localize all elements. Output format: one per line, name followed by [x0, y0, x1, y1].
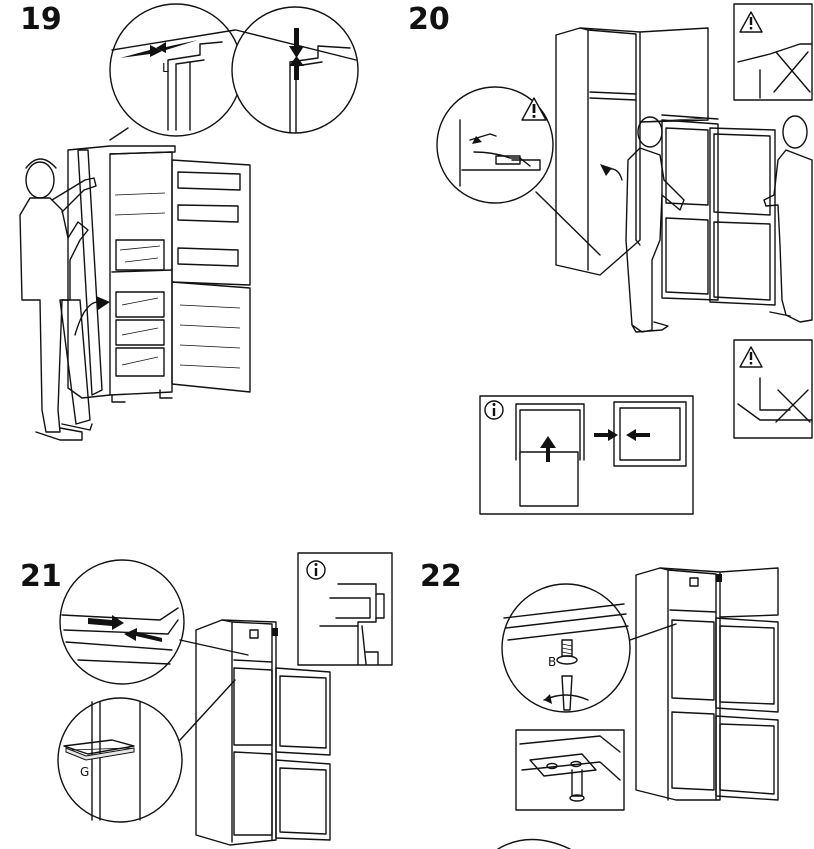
- step-20-info-panel: [479, 395, 694, 515]
- step-20-fridge: [661, 114, 776, 306]
- step-21-number: 21: [20, 559, 62, 594]
- step-19-fridge: [67, 145, 251, 403]
- step-21-cabinet: [195, 619, 331, 846]
- step-20-warning-panel-bottom: [733, 339, 813, 439]
- step-19-number: 19: [20, 2, 62, 37]
- step-19-illustration: [19, 3, 359, 441]
- step-22-number: 22: [420, 559, 462, 594]
- step-22-cabinet: [635, 567, 779, 801]
- label-b: B: [548, 655, 557, 669]
- step-20-person-right: [763, 115, 813, 323]
- step-21-info-panel: [297, 552, 393, 666]
- step-19-detail-gap-top: [231, 6, 359, 134]
- step-21-detail-top-gap: [59, 559, 249, 685]
- step-20-cabinet: [555, 27, 709, 276]
- step-23-circle-partial: [497, 838, 571, 849]
- step-22-detail-box: [515, 729, 625, 811]
- label-g: G: [80, 765, 90, 779]
- step-20-detail-socket: [436, 86, 601, 256]
- step-21-detail-g: [57, 679, 236, 823]
- step-20-warning-panel-top: [733, 3, 813, 101]
- step-22-illustration: [497, 567, 779, 849]
- step-19-detail-gap-l: [109, 3, 243, 141]
- label-l: L: [162, 61, 169, 75]
- step-19-person: [19, 158, 110, 441]
- step-20-number: 20: [408, 2, 450, 37]
- step-21-illustration: [57, 552, 393, 846]
- step-22-detail-screw: [501, 583, 677, 713]
- step-20-illustration: [436, 3, 813, 515]
- step-20-person-left: [600, 116, 685, 333]
